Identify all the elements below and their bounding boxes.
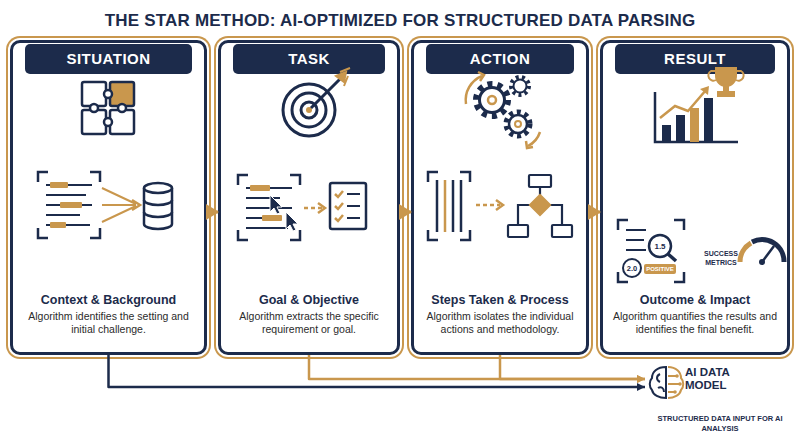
stage-header: RESULT (615, 44, 775, 74)
stage-heading: Outcome & Impact (607, 293, 783, 307)
brain-symbol (678, 382, 682, 386)
stage-description: Algorithm isolates the individual action… (424, 310, 576, 336)
data-feed-line (500, 355, 645, 379)
brain-symbol (657, 374, 664, 392)
brain-symbol (673, 390, 677, 394)
metric-value: 2.0 (622, 264, 642, 273)
stage-panel: ACTION Steps Taken & ProcessAlgorithm iso… (411, 40, 589, 355)
stage-description: Algorithm identifies the setting and ini… (23, 310, 194, 336)
stage-header: ACTION (426, 44, 574, 74)
stage-description: Algorithm extracts the specific requirem… (231, 310, 387, 336)
stage-heading: Steps Taken & Process (418, 293, 582, 307)
status-tag: POSITIVE (644, 266, 676, 274)
flow-arrow (207, 210, 218, 213)
stage-description: Algorithm quantifies the results and ide… (613, 310, 777, 336)
brain-symbol (668, 367, 683, 398)
model-title: AI DATA MODEL (685, 366, 747, 392)
stage-header: TASK (233, 44, 385, 74)
stage-panel: SITUATION Context & BackgroundAlgorithm i… (10, 40, 207, 355)
data-feed-line (109, 355, 646, 387)
brain-symbol (650, 367, 666, 398)
stage-header: SITUATION (25, 44, 192, 74)
model-node: AI DATA MODEL STRUCTURED DATA INPUT FOR A… (645, 360, 795, 444)
stage-heading: Context & Background (17, 293, 200, 307)
stage-heading: Goal & Objective (225, 293, 393, 307)
stage-panel: TASK Goal & ObjectiveAlgorithm extracts t… (218, 40, 400, 355)
data-feed-line (309, 355, 645, 379)
brain-symbol (650, 367, 684, 398)
diagram-title: THE STAR METHOD: AI-OPTIMIZED FOR STRUCT… (0, 11, 800, 31)
flow-arrow (400, 210, 411, 213)
stage-panel: RESULT Outcome & ImpactAlgorithm quantifi… (600, 40, 790, 355)
metric-value: 1.5 (648, 242, 672, 252)
gauge-caption: SUCCESS METRICS (698, 250, 744, 267)
brain-symbol (668, 376, 679, 392)
brain-symbol (675, 374, 679, 378)
model-subtitle: STRUCTURED DATA INPUT FOR AI ANALYSIS (653, 414, 787, 433)
flow-arrow (589, 210, 600, 213)
